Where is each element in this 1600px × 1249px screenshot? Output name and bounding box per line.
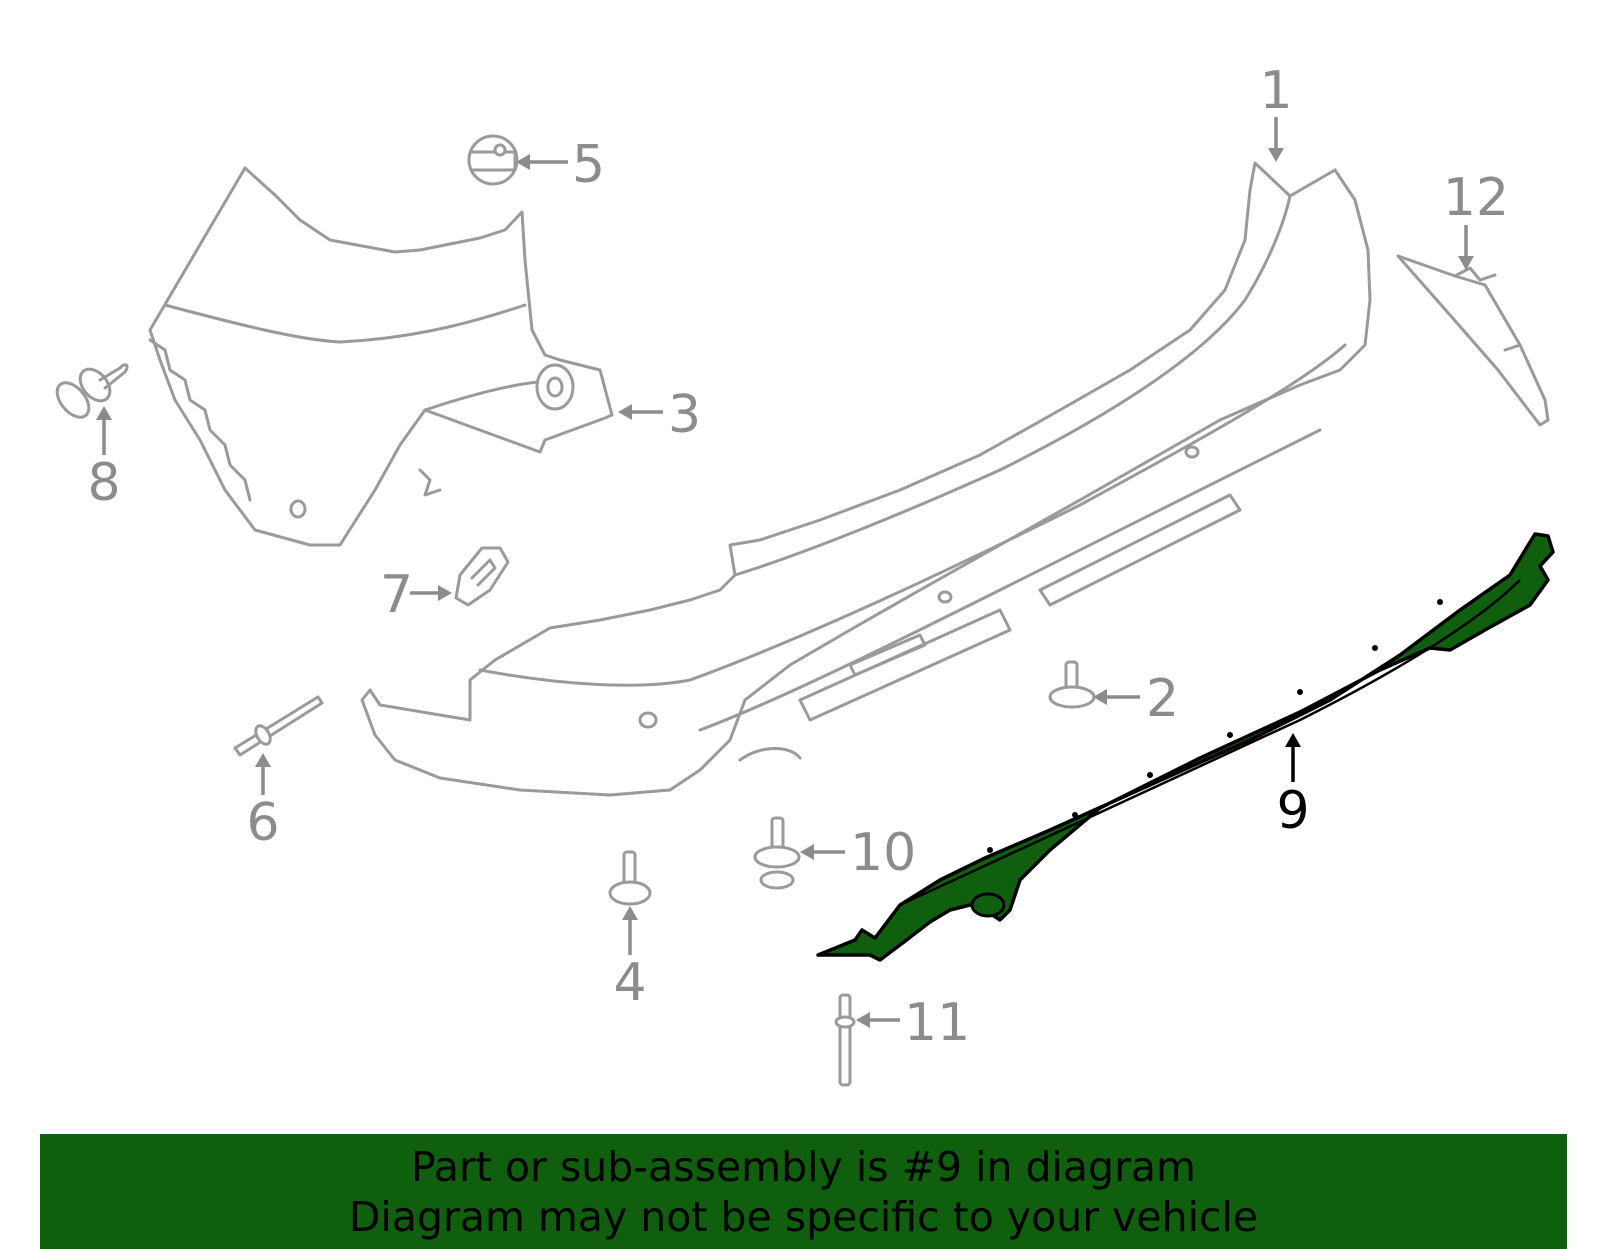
part-9-lower-valance[interactable] (816, 532, 1555, 962)
callout-8[interactable]: 8 (87, 453, 120, 513)
callout-1[interactable]: 1 (1259, 61, 1292, 121)
part-7-clip[interactable] (454, 546, 510, 607)
callout-6[interactable]: 6 (246, 793, 279, 853)
callout-10[interactable]: 10 (850, 823, 916, 883)
part-3-bracket[interactable] (148, 166, 614, 547)
part-12-trim[interactable] (1396, 254, 1550, 427)
callout-2[interactable]: 2 (1146, 669, 1179, 729)
callout-12[interactable]: 12 (1443, 168, 1509, 228)
footer-notice-banner: Part or sub-assembly is #9 in diagram Di… (40, 1134, 1567, 1249)
callout-5[interactable]: 5 (572, 135, 605, 195)
part-2-screw[interactable] (1048, 660, 1096, 709)
footer-line-1: Part or sub-assembly is #9 in diagram (411, 1143, 1196, 1191)
part-6-pin[interactable] (233, 695, 324, 757)
part-10-bolt[interactable] (753, 816, 801, 890)
callout-labels: 1 2 3 4 5 6 7 8 9 10 11 12 (87, 61, 1509, 1053)
part-1-bumper-cover[interactable] (360, 161, 1372, 797)
part-5-clip[interactable] (467, 134, 519, 186)
part-4-bolt[interactable] (608, 850, 652, 906)
leader-arrows (96, 117, 1474, 1028)
callout-4[interactable]: 4 (613, 953, 646, 1013)
callout-11[interactable]: 11 (904, 993, 970, 1053)
footer-line-2: Diagram may not be specific to your vehi… (348, 1193, 1259, 1241)
callout-3[interactable]: 3 (668, 385, 701, 445)
callout-9[interactable]: 9 (1276, 781, 1309, 841)
part-8-push-pin[interactable] (51, 363, 129, 423)
callout-7[interactable]: 7 (380, 565, 413, 625)
part-11-pin[interactable] (834, 993, 856, 1087)
